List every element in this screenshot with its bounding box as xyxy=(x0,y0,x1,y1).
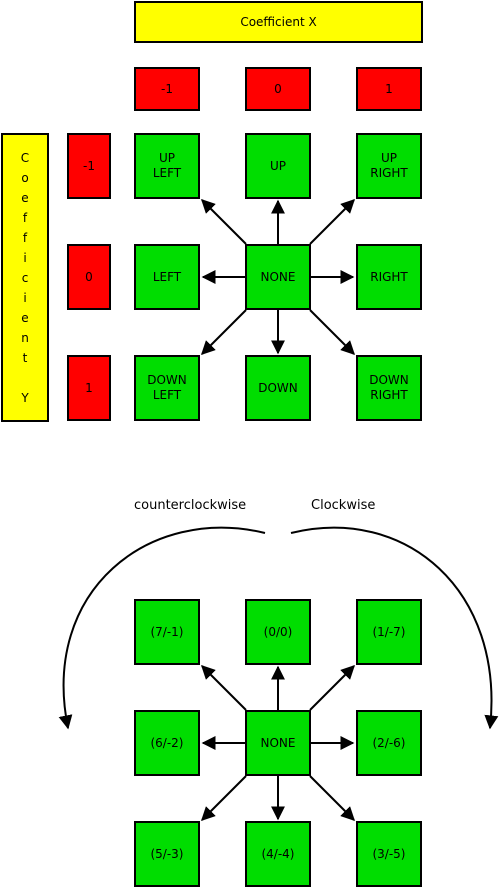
cell-se: (3/-5) xyxy=(356,821,422,887)
cell-label: UP xyxy=(269,158,287,173)
cell-label: (3/-5) xyxy=(372,846,406,861)
coefficient-y-letter xyxy=(21,368,29,388)
cell-label: (5/-3) xyxy=(150,846,184,861)
cell-label: (4/-4) xyxy=(261,846,295,861)
counterclockwise-arc xyxy=(58,526,266,730)
cell-up-right: UP RIGHT xyxy=(356,133,422,199)
coefficient-y-letter: t xyxy=(22,350,28,365)
cell-center: NONE xyxy=(245,710,311,776)
top-direction-arrows xyxy=(201,199,355,355)
cell-right: RIGHT xyxy=(356,244,422,310)
coefficient-y-letter: f xyxy=(22,230,28,245)
coefficient-x-label: Coefficient X xyxy=(240,14,317,29)
y-coeff-1: 1 xyxy=(67,355,111,421)
rotation-arcs xyxy=(58,526,499,730)
arrow-up-left xyxy=(201,199,247,245)
cell-label: NONE xyxy=(260,269,296,284)
cell-label: NONE xyxy=(260,735,296,750)
cell-down-right: DOWN RIGHT xyxy=(356,355,422,421)
coefficient-y-letter: o xyxy=(21,170,29,185)
cell-label: (1/-7) xyxy=(372,624,406,639)
coefficient-y-letter: Y xyxy=(21,390,29,405)
y-coeff-label: 0 xyxy=(85,269,93,284)
cell-sw: (5/-3) xyxy=(134,821,200,887)
counterclockwise-label: counterclockwise xyxy=(134,498,247,513)
cell-up: UP xyxy=(245,133,311,199)
coefficient-y-letter: i xyxy=(23,250,27,265)
cell-left: LEFT xyxy=(134,244,200,310)
cell-label: (6/-2) xyxy=(150,735,184,750)
cell-label: UP LEFT xyxy=(152,151,182,180)
x-coeff-label: 0 xyxy=(274,81,282,96)
x-coeff-label: 1 xyxy=(385,81,393,96)
cell-none: NONE xyxy=(245,244,311,310)
y-coeff-0: 0 xyxy=(67,244,111,310)
cell-down: DOWN xyxy=(245,355,311,421)
arrow-down-right xyxy=(309,309,355,355)
cell-w: (6/-2) xyxy=(134,710,200,776)
cell-label: UP RIGHT xyxy=(370,151,408,180)
cell-nw: (7/-1) xyxy=(134,599,200,665)
coefficient-y-letter: e xyxy=(21,310,29,325)
arrow-se xyxy=(309,775,355,821)
cell-down-left: DOWN LEFT xyxy=(134,355,200,421)
cell-ne: (1/-7) xyxy=(356,599,422,665)
clockwise-label: Clockwise xyxy=(311,498,376,513)
cell-e: (2/-6) xyxy=(356,710,422,776)
arrow-up-right xyxy=(309,199,355,245)
clockwise-arc xyxy=(290,526,499,730)
x-coeff-neg1: -1 xyxy=(134,67,200,111)
cell-label: DOWN LEFT xyxy=(147,373,187,402)
cell-n: (0/0) xyxy=(245,599,311,665)
cell-label: DOWN RIGHT xyxy=(369,373,409,402)
x-coeff-1: 1 xyxy=(356,67,422,111)
coefficient-y-letter: C xyxy=(20,150,30,165)
cell-label: RIGHT xyxy=(370,269,408,284)
x-coeff-label: -1 xyxy=(161,81,173,96)
coefficient-y-letter: n xyxy=(21,330,29,345)
arrow-nw xyxy=(201,665,247,711)
coefficient-y-letter: c xyxy=(21,270,29,285)
cell-up-left: UP LEFT xyxy=(134,133,200,199)
bottom-direction-arrows xyxy=(201,665,355,821)
cell-label: (0/0) xyxy=(263,624,293,639)
arrow-sw xyxy=(201,775,247,821)
coefficient-y-letter: i xyxy=(23,290,27,305)
y-coeff-label: 1 xyxy=(85,380,93,395)
cell-label: DOWN xyxy=(258,380,298,395)
y-coeff-neg1: -1 xyxy=(67,133,111,199)
cell-label: (2/-6) xyxy=(372,735,406,750)
cell-label: (7/-1) xyxy=(150,624,184,639)
arrow-down-left xyxy=(201,309,247,355)
y-coeff-label: -1 xyxy=(83,158,95,173)
coefficient-x-header: Coefficient X xyxy=(134,1,423,43)
coefficient-y-letter: e xyxy=(21,190,29,205)
coefficient-y-letter: f xyxy=(22,210,28,225)
cell-s: (4/-4) xyxy=(245,821,311,887)
arrow-ne xyxy=(309,665,355,711)
x-coeff-0: 0 xyxy=(245,67,311,111)
cell-label: LEFT xyxy=(152,269,182,284)
